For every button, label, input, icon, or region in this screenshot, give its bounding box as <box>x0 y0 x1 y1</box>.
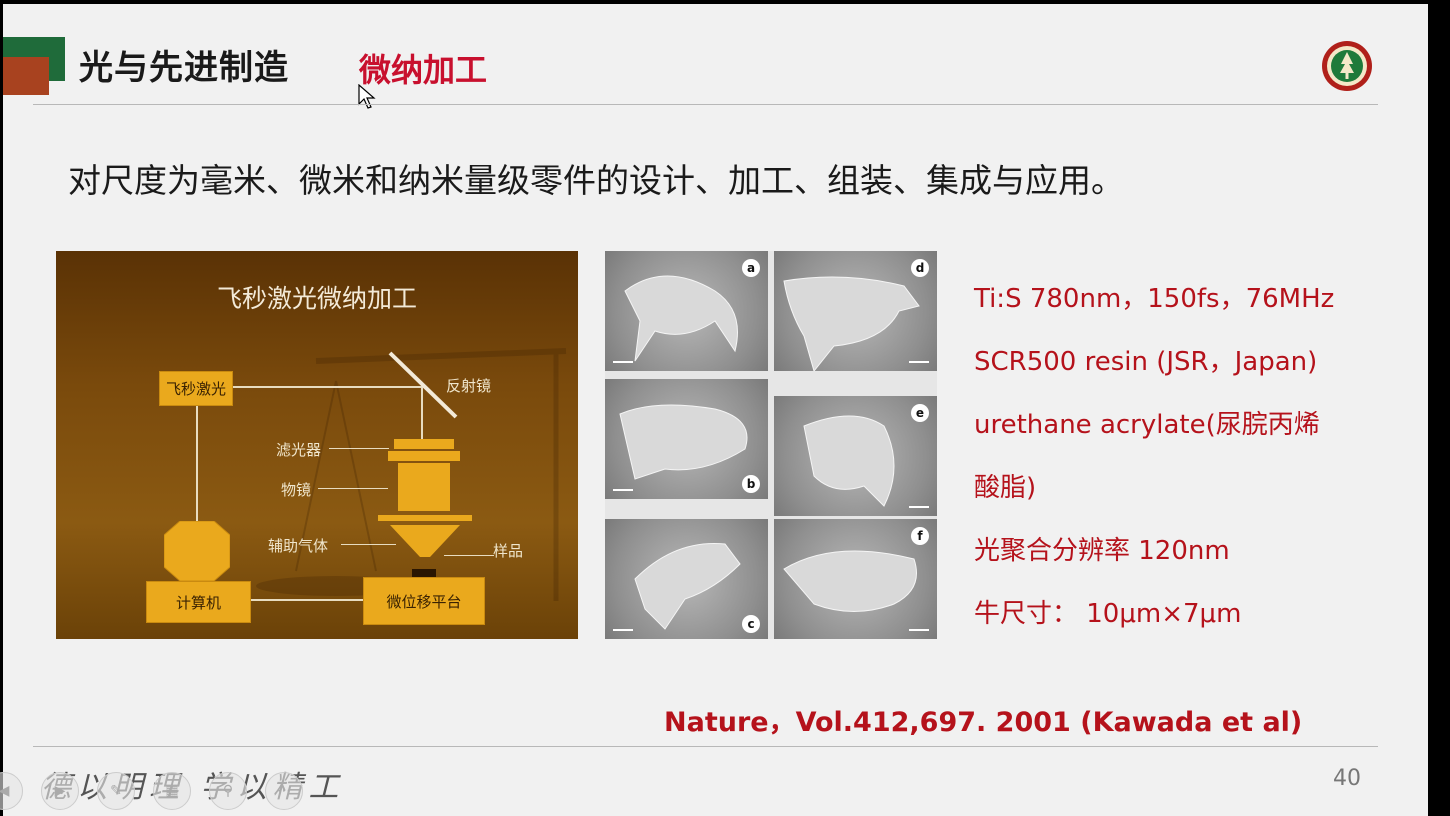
scale-bar <box>909 629 929 631</box>
mirror-icon <box>388 351 458 419</box>
panel-label: e <box>911 404 929 422</box>
footer-divider <box>33 746 1378 747</box>
bull-figure-icon <box>624 275 738 362</box>
sem-panel-c: c <box>605 519 768 639</box>
filter-label: 滤光器 <box>276 441 322 459</box>
panel-label: d <box>911 259 929 277</box>
computer-to-stage-line <box>249 599 364 601</box>
zoom-button[interactable]: ⚲ <box>209 772 247 810</box>
panel-label: a <box>742 259 760 277</box>
sem-panel-e: e <box>774 396 937 516</box>
grid-icon: ▦ <box>165 783 179 799</box>
next-slide-button[interactable]: ▶ <box>41 772 79 810</box>
sem-panel-d: d <box>774 251 937 371</box>
sample-pointer <box>444 555 494 556</box>
mirror-label: 反射镜 <box>446 377 492 395</box>
sample-label: 样品 <box>493 542 524 560</box>
intro-text: 对尺度为毫米、微米和纳米量级零件的设计、加工、组装、集成与应用。 <box>68 161 1124 200</box>
femtosecond-laser-diagram: 飞秒激光微纳加工 飞秒激光 计算机 微位移平台 反射镜 滤光器 物镜 辅助气体 <box>56 251 578 639</box>
page-number: 40 <box>1333 766 1361 791</box>
spec-laser: Ti:S 780nm，150fs，76MHz <box>974 284 1335 314</box>
sem-panel-f: f <box>774 519 937 639</box>
ellipsis-icon: ⋯ <box>277 783 291 799</box>
magnifier-icon: ⚲ <box>222 783 234 799</box>
computer-octagon-icon <box>164 521 230 581</box>
spec-material: urethane acrylate(尿脘丙烯 <box>974 410 1320 440</box>
slide: 光与先进制造 微纳加工 对尺度为毫米、微米和纳米量级零件的设计、加工、组装、集成… <box>0 4 1428 816</box>
panel-label: b <box>742 475 760 493</box>
header-divider <box>33 104 1378 105</box>
filter-pointer <box>329 448 389 449</box>
citation: Nature，Vol.412,697. 2001 (Kawada et al) <box>664 707 1303 738</box>
bull-figure-icon <box>783 276 920 371</box>
sem-panel-a: a <box>605 251 768 371</box>
slide-title: 光与先进制造 <box>79 48 289 88</box>
spec-size: 牛尺寸： 10μm×7μm <box>974 599 1242 629</box>
gas-label: 辅助气体 <box>268 537 329 555</box>
bull-figure-icon <box>783 550 917 612</box>
scale-bar <box>909 506 929 508</box>
chevron-left-icon: ◀ <box>0 783 10 799</box>
laser-to-computer-line <box>196 404 198 522</box>
mouse-cursor-icon <box>358 84 376 109</box>
scale-bar <box>613 361 633 363</box>
bull-figure-icon <box>803 415 895 507</box>
slide-subtitle: 微纳加工 <box>359 51 488 89</box>
objective-pointer <box>318 488 388 489</box>
diagram-title: 飞秒激光微纳加工 <box>216 284 417 313</box>
stage-box: 微位移平台 <box>363 577 485 625</box>
more-options-button[interactable]: ⋯ <box>265 772 303 810</box>
pen-tool-button[interactable]: ✎ <box>97 772 135 810</box>
objective-icon <box>378 439 472 557</box>
panel-label: f <box>911 527 929 545</box>
slides-overview-button[interactable]: ▦ <box>153 772 191 810</box>
chevron-right-icon: ▶ <box>54 783 66 799</box>
spec-resin: SCR500 resin (JSR，Japan) <box>974 347 1318 377</box>
spec-resolution: 光聚合分辨率 120nm <box>974 536 1230 566</box>
scale-bar <box>613 489 633 491</box>
panel-label: c <box>742 615 760 633</box>
pen-icon: ✎ <box>110 783 122 799</box>
sem-image-grid: a d e b c f <box>605 251 937 639</box>
bull-figure-icon <box>619 404 748 480</box>
university-logo-icon <box>1322 41 1372 91</box>
computer-box: 计算机 <box>146 581 251 623</box>
scale-bar <box>909 361 929 363</box>
sem-panel-b: b <box>605 379 768 499</box>
beam-down-line <box>421 386 423 441</box>
gas-pointer <box>341 544 396 545</box>
bull-figure-icon <box>634 542 741 630</box>
spec-material-cont: 酸脂) <box>974 473 1037 503</box>
objective-label: 物镜 <box>281 481 312 499</box>
scale-bar <box>613 629 633 631</box>
header-bar-red <box>3 57 49 95</box>
sample-marker <box>412 569 436 577</box>
prev-slide-button[interactable]: ◀ <box>0 772 23 810</box>
laser-box: 飞秒激光 <box>159 371 233 406</box>
laser-beam-line <box>232 386 422 388</box>
header-decoration <box>3 37 65 95</box>
